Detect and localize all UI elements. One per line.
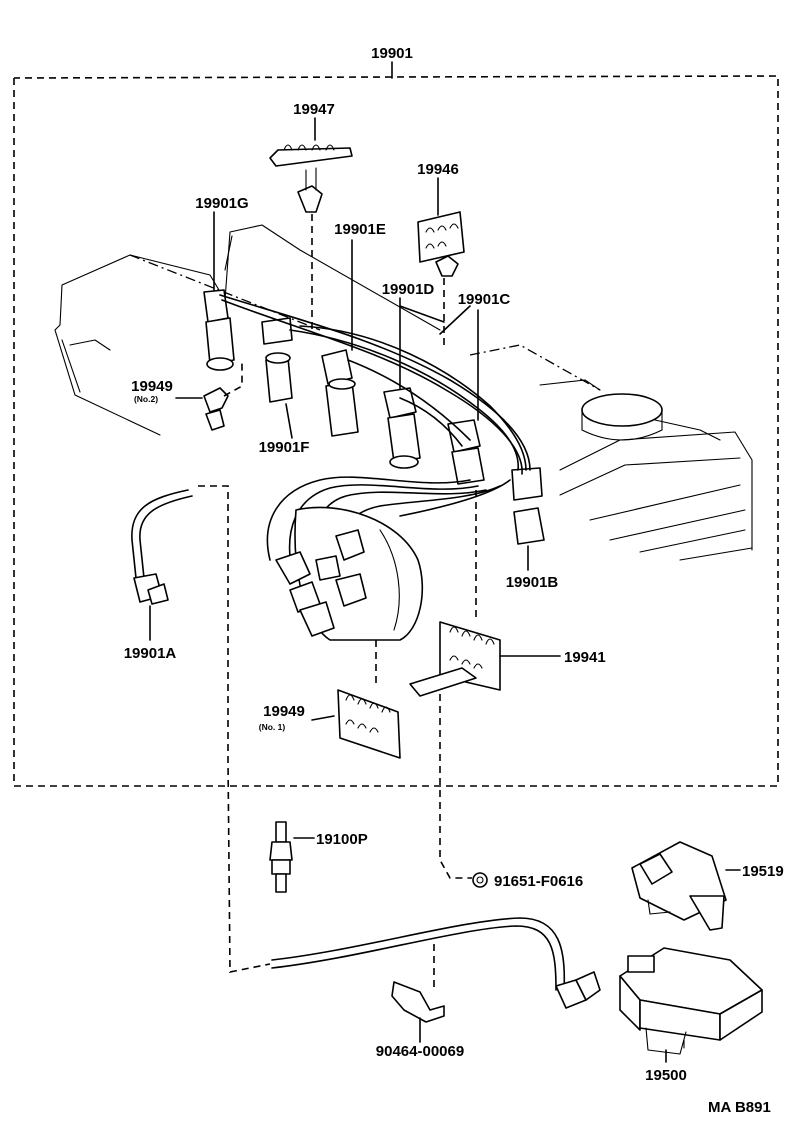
label-19901e: 19901E [334, 221, 386, 238]
engine-outline [54, 224, 753, 561]
assembly-boundary [13, 61, 779, 787]
nut-91651 [472, 872, 488, 888]
clamp-90464 [391, 944, 445, 1043]
label-no1-note: (No. 1) [259, 722, 286, 732]
coil-cord [271, 917, 601, 1009]
leader-lines [285, 305, 529, 571]
label-19949-no2: 19949 [131, 378, 173, 395]
figure-code: MA B891 [708, 1099, 771, 1116]
label-19949-no1: 19949 [263, 703, 305, 720]
label-19941: 19941 [564, 649, 606, 666]
ignition-coil-19500 [619, 947, 763, 1063]
label-19947: 19947 [293, 101, 335, 118]
clamp-19941 [409, 490, 561, 879]
label-19901g: 19901G [195, 195, 248, 212]
plug-cords [203, 211, 545, 581]
spark-plug [269, 821, 315, 893]
label-no2-note: (No.2) [134, 394, 158, 404]
label-90464: 90464-00069 [376, 1043, 464, 1060]
clamp-19949-no1 [311, 640, 401, 759]
label-19500: 19500 [645, 1067, 687, 1084]
clamp-19949-no2 [175, 360, 243, 431]
label-19946: 19946 [417, 161, 459, 178]
label-19901: 19901 [371, 45, 413, 62]
part-labels: 19901 19947 19946 19901G 19901E 19901D 1… [124, 45, 784, 1116]
distributor-cap [275, 506, 424, 641]
label-91651: 91651-F0616 [494, 873, 583, 890]
label-19901c: 19901C [458, 291, 511, 308]
label-19901b: 19901B [506, 574, 559, 591]
label-19901f: 19901F [259, 439, 310, 456]
clamp-19947 [269, 117, 353, 330]
igniter-19519 [631, 841, 741, 931]
cord-19901a [131, 485, 271, 973]
label-19519: 19519 [742, 863, 784, 880]
clamp-19946 [417, 177, 465, 345]
label-19100p: 19100P [316, 831, 368, 848]
label-19901d: 19901D [382, 281, 435, 298]
label-19901a: 19901A [124, 645, 177, 662]
